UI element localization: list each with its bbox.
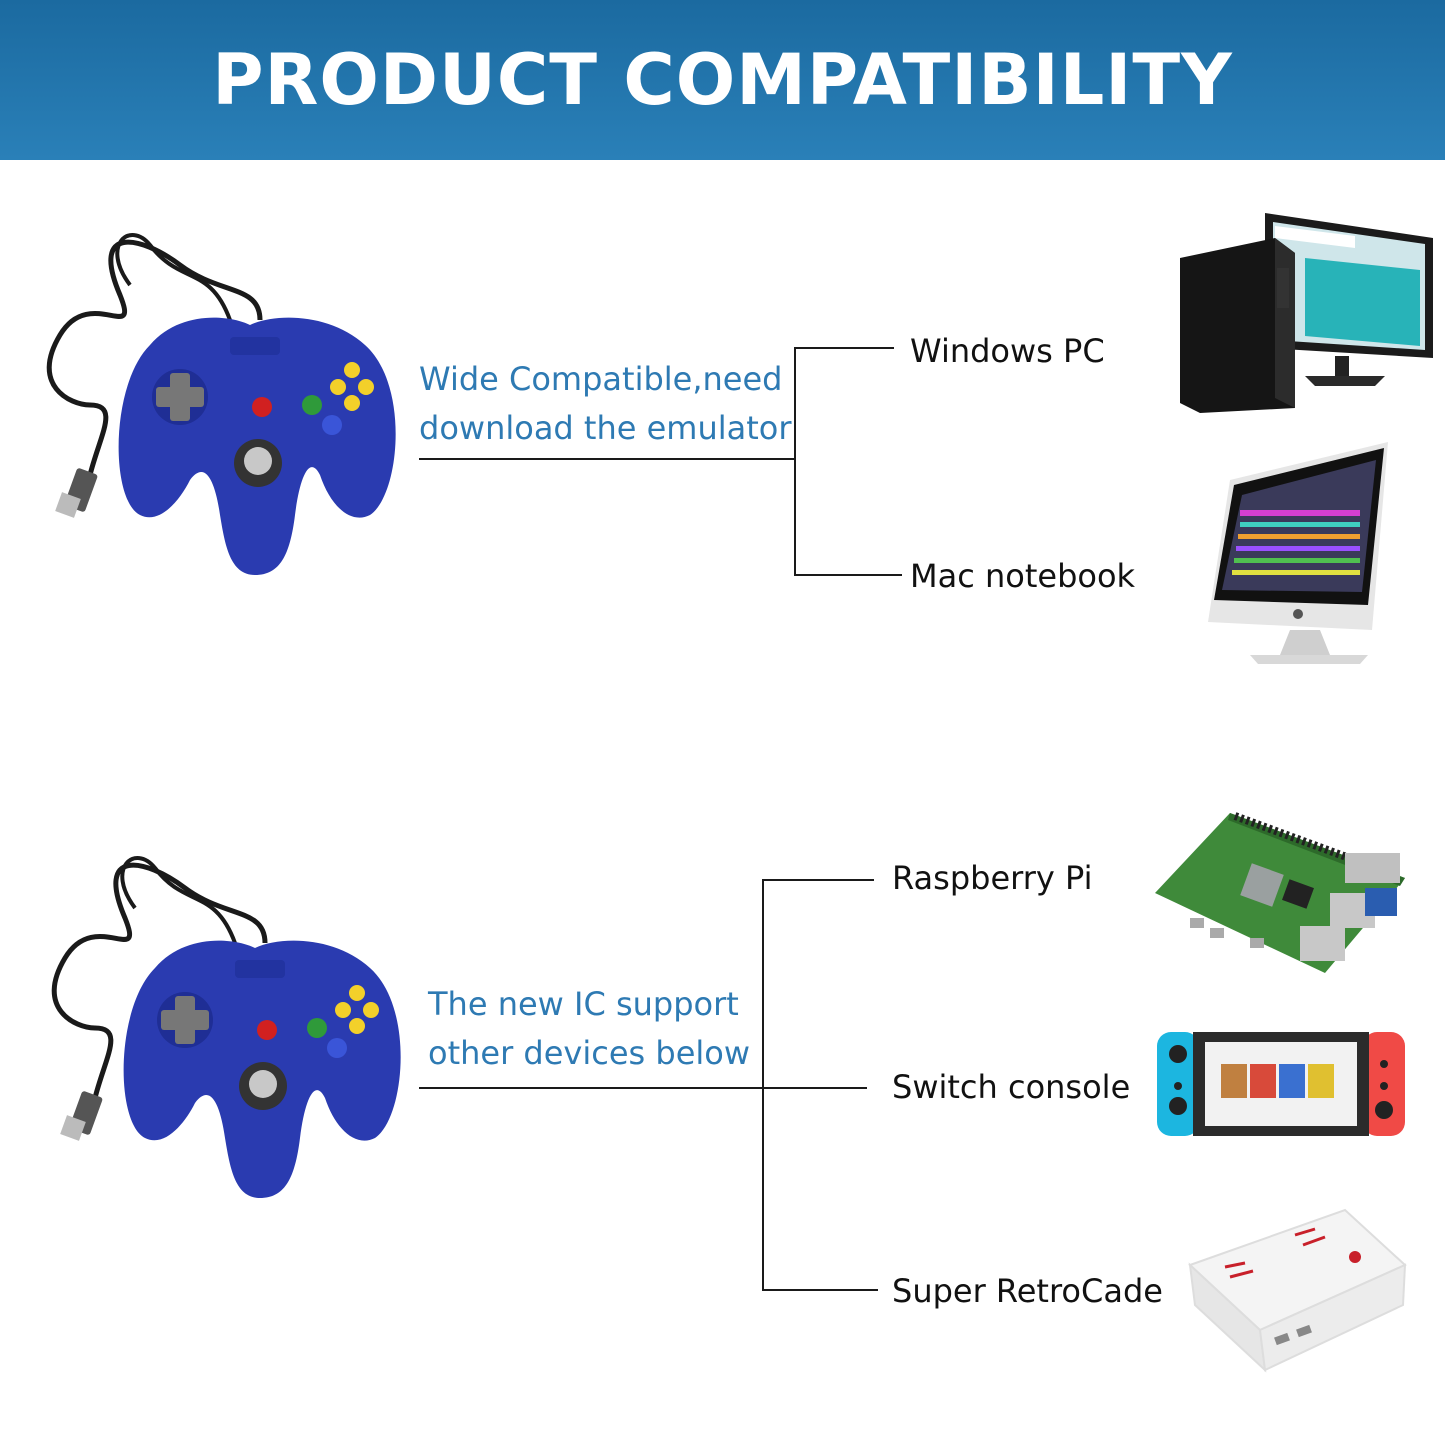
imac-icon xyxy=(1208,442,1388,664)
connector-line xyxy=(794,347,894,349)
controller-icon xyxy=(46,233,396,575)
device-label-raspberry-pi: Raspberry Pi xyxy=(892,859,1093,897)
switch-console-icon xyxy=(1157,1032,1405,1136)
header-banner: PRODUCT COMPATIBILITY xyxy=(0,0,1445,160)
connector-line xyxy=(419,458,795,460)
connector-line xyxy=(762,879,764,1291)
device-label-super-retrocade: Super RetroCade xyxy=(892,1272,1163,1310)
connector-line xyxy=(794,347,796,576)
controller-icon xyxy=(51,856,401,1198)
connector-line xyxy=(419,1087,867,1089)
device-label-switch-console: Switch console xyxy=(892,1068,1131,1106)
page-title: PRODUCT COMPATIBILITY xyxy=(212,39,1233,121)
device-label-mac-notebook: Mac notebook xyxy=(910,557,1136,595)
connector-line xyxy=(762,1289,878,1291)
retrocade-icon xyxy=(1188,1208,1407,1373)
section1-desc-line1: Wide Compatible,need xyxy=(419,360,783,398)
connector-line xyxy=(762,879,874,881)
section2-desc-line1: The new IC support xyxy=(428,985,739,1023)
device-label-windows-pc: Windows PC xyxy=(910,332,1105,370)
connector-line xyxy=(794,574,902,576)
raspberry-pi-icon xyxy=(1155,812,1405,973)
desktop-pc-icon xyxy=(1180,213,1433,413)
section2-desc-line2: other devices below xyxy=(428,1034,751,1072)
section2-description: The new IC support other devices below xyxy=(428,980,750,1078)
section1-description: Wide Compatible,need download the emulat… xyxy=(419,355,792,453)
section1-desc-line2: download the emulator xyxy=(419,409,792,447)
